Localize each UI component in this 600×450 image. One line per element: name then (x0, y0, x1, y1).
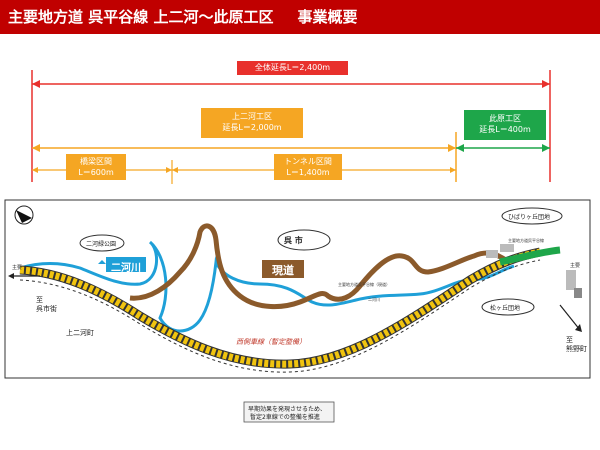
total-arrow-left (32, 80, 40, 88)
new-road-line (19, 248, 541, 368)
title-sub: 事業概要 (297, 8, 358, 26)
bridge-length: L＝600m (78, 168, 114, 177)
small-label-right: 主要地方道呉平谷線 (508, 238, 544, 243)
hibari-label-outline (501, 207, 563, 225)
total-length-box: 全体延長L＝2,400m (237, 61, 348, 75)
map-frame (4, 199, 591, 379)
noroko-direction-arrow-icon (575, 324, 582, 332)
park-label: 二河緑公園 (86, 241, 117, 248)
road-mark-left: 主要 (12, 265, 23, 271)
tunnel-length: L＝1,400m (286, 168, 330, 177)
existing-road-line (129, 223, 508, 310)
hibari-label: ひばりヶ丘団地 (508, 214, 551, 221)
existing-road-label-box (262, 260, 304, 278)
konohara-length: 延長L＝400m (479, 125, 531, 134)
new-road-secondary (19, 259, 541, 373)
konohara-arrow-left (456, 144, 464, 152)
matsu-label: 松ヶ丘団地 (490, 305, 521, 312)
bridge-box: 橋梁区間 L＝600m (66, 154, 126, 180)
bypass-label: 西側車線（暫定整備） (236, 338, 306, 346)
kaminiko-arrow-left (32, 144, 40, 152)
kaminiko-box: 上二河工区 延長L＝2,000m (201, 108, 303, 138)
kure-direction-label: 至 呉市街 (36, 296, 57, 313)
hibari-building (486, 250, 498, 258)
bridge-name: 橋梁区間 (80, 157, 112, 166)
kure-direction-arrow-icon (8, 273, 14, 279)
river-label-box (106, 257, 146, 272)
kure-city-outline (277, 229, 331, 251)
hibari-building-2 (500, 244, 514, 252)
konohara-road (499, 246, 561, 266)
river-label-arrow-icon (98, 260, 106, 264)
park-label-outline (79, 234, 125, 252)
small-river-label: 二河川 (368, 297, 380, 302)
road-sign-right (574, 288, 582, 298)
tunnel-name: トンネル区間 (284, 157, 332, 166)
page-title: 主要地方道 呉平谷線 上二河〜此原工区 事業概要 (0, 0, 600, 34)
kaminiko-length: 延長L＝2,000m (222, 123, 282, 132)
river-label: 二河川 (111, 263, 141, 274)
konohara-box: 此原工区 延長L＝400m (464, 110, 546, 140)
small-road-label: 主要地方道呉平谷線（現道） (338, 282, 390, 287)
north-arrow-needle (16, 210, 32, 223)
bridge-arrow-left (32, 167, 38, 173)
title-main: 主要地方道 呉平谷線 上二河〜此原工区 (8, 8, 274, 26)
tunnel-portal-right (566, 270, 576, 290)
note-line-2: 暫定2車線での整備を推進 (250, 414, 320, 421)
kure-city-label: 呉 市 (284, 236, 303, 245)
bridge-arrow-right (166, 167, 172, 173)
road-mark-right: 主要 (570, 263, 581, 269)
matsu-label-outline (481, 298, 535, 316)
note-line-1: 早期効果を発現させるため、 (248, 406, 327, 413)
tunnel-box: トンネル区間 L＝1,400m (274, 154, 342, 180)
note-box (243, 401, 335, 423)
tunnel-arrow-right (450, 167, 456, 173)
kaminiko-arrow-right (448, 144, 456, 152)
kaminiko-name: 上二河工区 (232, 112, 272, 121)
tunnel-arrow-left (172, 167, 178, 173)
konohara-arrow-right (542, 144, 550, 152)
total-arrow-right (542, 80, 550, 88)
total-length-label: 全体延長L＝2,400m (254, 63, 331, 72)
konohara-name: 此原工区 (489, 114, 521, 123)
existing-road-label: 現道 (272, 264, 294, 277)
town-label: 上二河町 (66, 329, 94, 337)
noroko-direction-label: 至 熊野町 (566, 336, 587, 353)
noroko-direction-arrow-line (559, 304, 581, 331)
